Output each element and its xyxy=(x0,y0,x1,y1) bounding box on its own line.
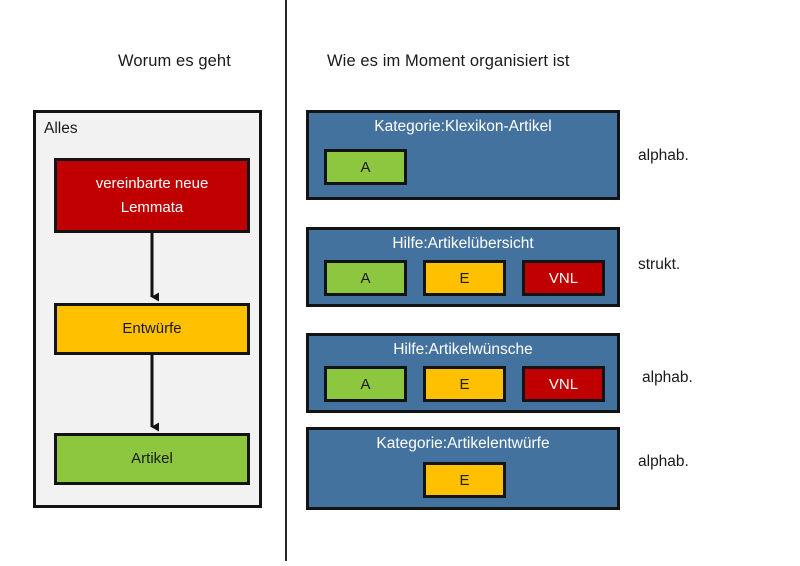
group-title: Hilfe:Artikelwünsche xyxy=(393,341,533,358)
chip-label: E xyxy=(459,471,470,489)
group-title: Kategorie:Klexikon-Artikel xyxy=(374,118,552,135)
alles-container: Alles vereinbarte neue Lemmata Entwürfe … xyxy=(33,110,262,508)
chip-label: A xyxy=(360,375,371,393)
chip-vnl[interactable]: VNL xyxy=(522,366,605,402)
group-block-artikeluebersicht[interactable]: Hilfe:Artikelübersicht A E VNL xyxy=(306,227,620,307)
annotation-sort-order-2: strukt. xyxy=(638,256,681,273)
group-block-artikelentwuerfe[interactable]: Kategorie:Artikelentwürfe E xyxy=(306,427,620,510)
chip-a[interactable]: A xyxy=(324,149,407,185)
flow-box-lemmata[interactable]: vereinbarte neue Lemmata xyxy=(54,158,250,233)
flow-box-entwuerfe-label: Entwürfe xyxy=(122,320,182,338)
group-block-klexikon-artikel[interactable]: Kategorie:Klexikon-Artikel A xyxy=(306,110,620,200)
group-title: Kategorie:Artikelentwürfe xyxy=(376,435,550,452)
chip-e[interactable]: E xyxy=(423,260,506,296)
annotation-sort-order-3: alphab. xyxy=(642,369,693,386)
flow-box-lemmata-label: vereinbarte neue Lemmata xyxy=(95,175,209,216)
chip-a[interactable]: A xyxy=(324,366,407,402)
annotation-sort-order-4: alphab. xyxy=(638,453,689,470)
left-column-heading: Worum es geht xyxy=(118,52,231,70)
chip-label: A xyxy=(360,269,371,287)
flow-box-artikel-label: Artikel xyxy=(131,450,173,468)
annotation-sort-order-1: alphab. xyxy=(638,147,689,164)
vertical-divider xyxy=(285,0,287,561)
alles-container-label: Alles xyxy=(44,120,78,137)
chip-label: A xyxy=(360,158,371,176)
chip-label: VNL xyxy=(548,375,579,393)
chip-vnl[interactable]: VNL xyxy=(522,260,605,296)
chip-e[interactable]: E xyxy=(423,462,506,498)
chip-label: E xyxy=(459,269,470,287)
group-block-artikelwuensche[interactable]: Hilfe:Artikelwünsche A E VNL xyxy=(306,333,620,413)
chip-e[interactable]: E xyxy=(423,366,506,402)
chip-a[interactable]: A xyxy=(324,260,407,296)
flow-box-artikel[interactable]: Artikel xyxy=(54,433,250,485)
flow-box-entwuerfe[interactable]: Entwürfe xyxy=(54,303,250,355)
chip-label: VNL xyxy=(548,269,579,287)
group-title: Hilfe:Artikelübersicht xyxy=(392,235,534,252)
chip-label: E xyxy=(459,375,470,393)
right-column-heading: Wie es im Moment organisiert ist xyxy=(327,52,570,70)
